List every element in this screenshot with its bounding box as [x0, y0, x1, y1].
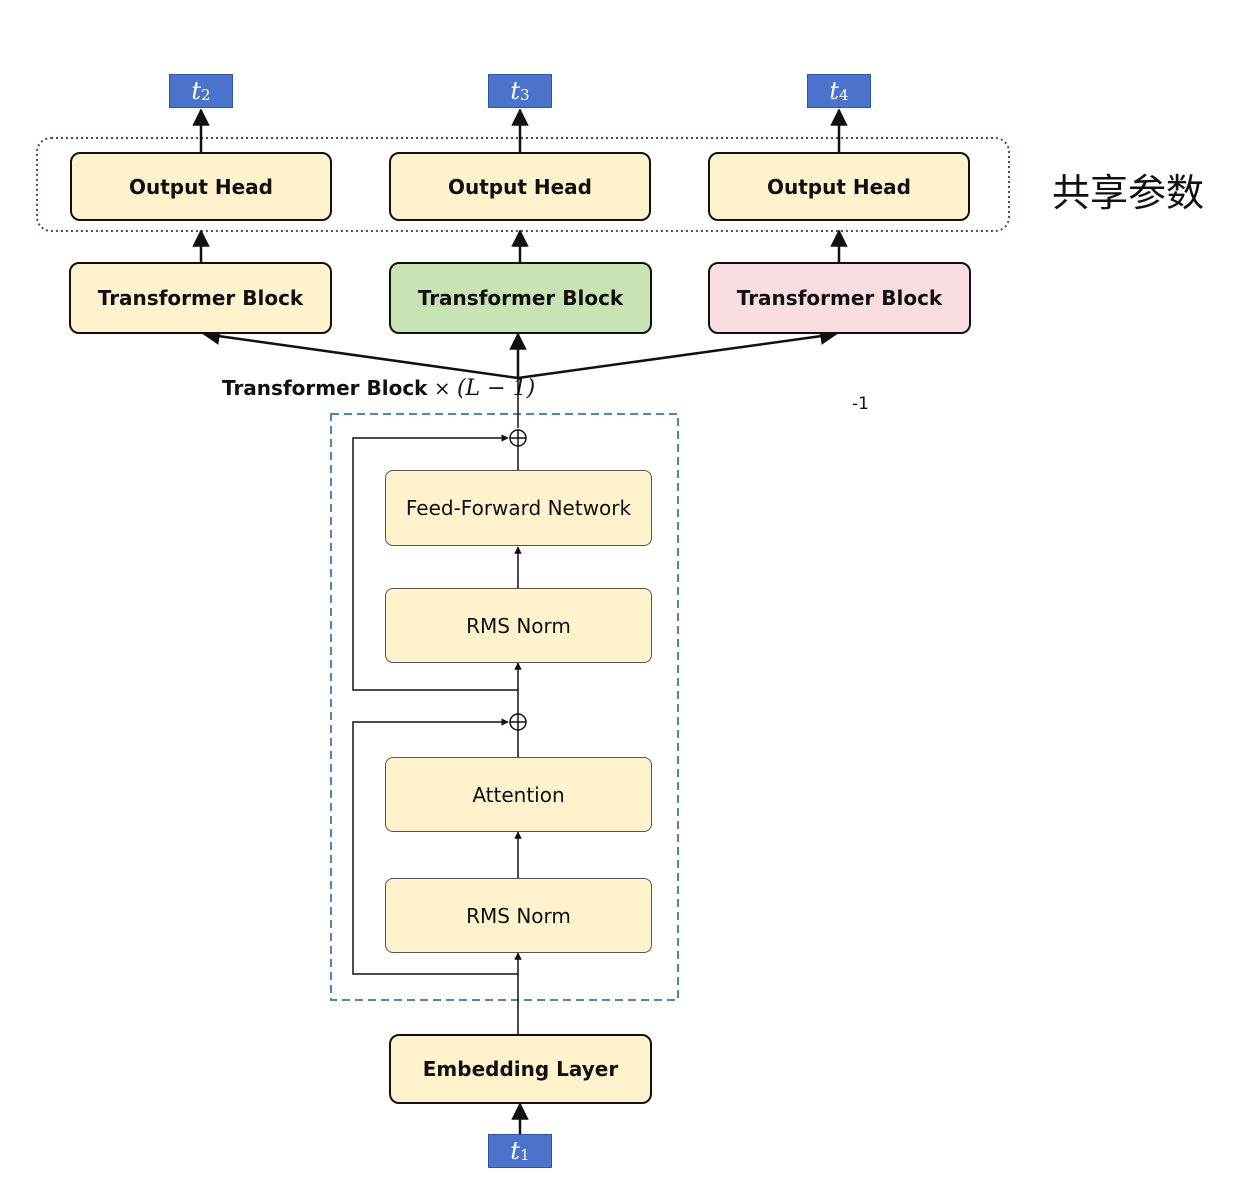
- feed-forward-network-label: Feed-Forward Network: [405, 496, 632, 520]
- attention-label: Attention: [472, 782, 565, 807]
- transformer-block-1: Transformer Block: [69, 262, 332, 334]
- attention: Attention: [385, 757, 652, 832]
- repeat-label: Transformer Block × (L − 1): [222, 376, 536, 401]
- transformer-block-3-label: Transformer Block: [736, 286, 943, 310]
- output-head-3: Output Head: [708, 152, 970, 221]
- transformer-block-3: Transformer Block: [708, 262, 971, 334]
- shared-params-group: [36, 137, 1010, 232]
- transformer-block-2: Transformer Block: [389, 262, 652, 334]
- transformer-block-1-label: Transformer Block: [97, 286, 304, 310]
- rms-norm-bottom-label: RMS Norm: [466, 903, 571, 928]
- embedding-layer-label: Embedding Layer: [422, 1057, 619, 1081]
- output-head-2-label: Output Head: [448, 174, 592, 199]
- output-head-2: Output Head: [389, 152, 651, 221]
- stray-text: -1: [852, 394, 869, 414]
- output-head-1: Output Head: [70, 152, 332, 221]
- rms-norm-top: RMS Norm: [385, 588, 652, 663]
- repeated-layer-group: [330, 413, 679, 1001]
- output-head-1-label: Output Head: [129, 174, 273, 199]
- rms-norm-top-label: RMS Norm: [466, 613, 571, 638]
- rms-norm-bottom: RMS Norm: [385, 878, 652, 953]
- output-head-3-label: Output Head: [767, 174, 911, 199]
- feed-forward-network: Feed-Forward Network: [385, 470, 652, 546]
- embedding-layer: Embedding Layer: [389, 1034, 652, 1104]
- shared-params-label: 共享参数: [1052, 171, 1205, 215]
- transformer-block-2-label: Transformer Block: [417, 286, 624, 310]
